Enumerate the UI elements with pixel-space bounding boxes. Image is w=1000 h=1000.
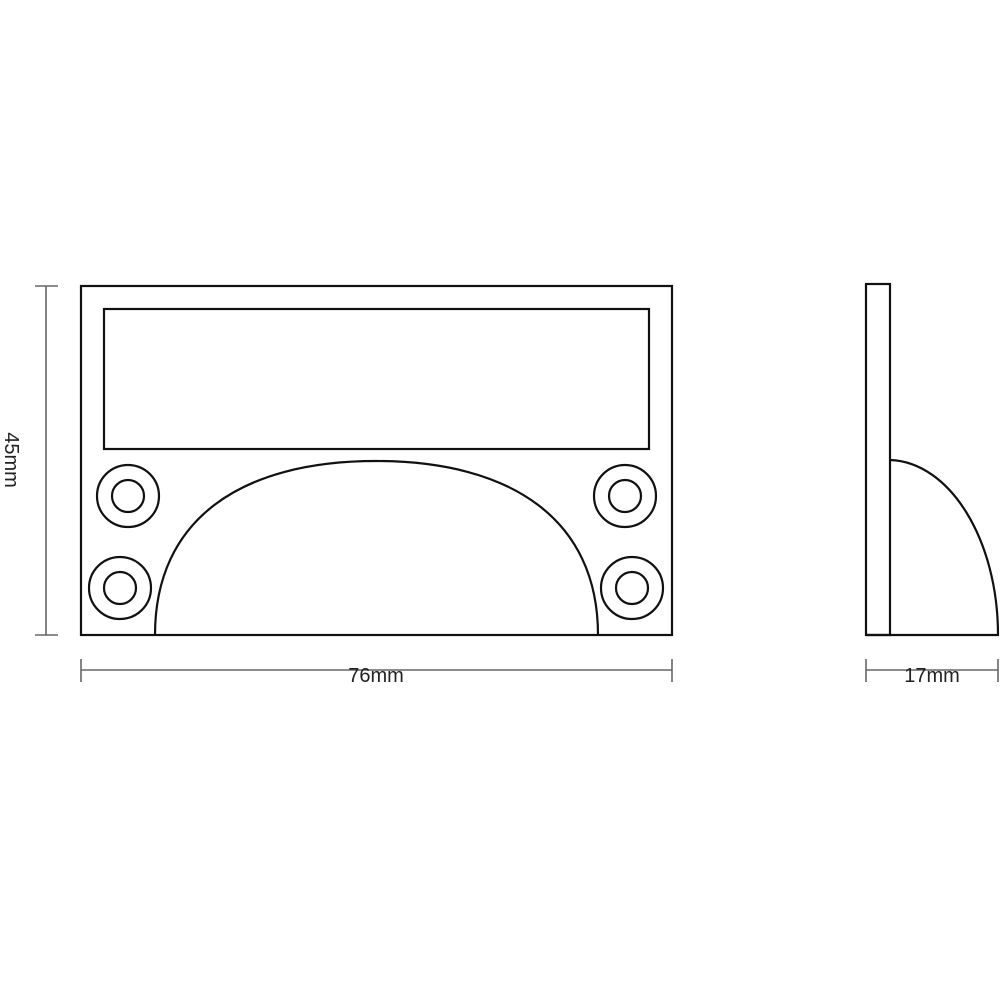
height-dimension: 45mm <box>0 285 58 636</box>
front-view <box>79 284 674 637</box>
backplate-outline <box>79 284 674 637</box>
screw-hole-top-right <box>592 463 658 529</box>
width-dimension: 76mm <box>80 659 673 687</box>
label-frame <box>102 307 651 451</box>
cup-outline <box>153 459 600 636</box>
screw-hole-top-left <box>95 463 161 529</box>
side-view <box>864 282 1000 637</box>
screw-hole-bottom-left <box>87 555 153 621</box>
depth-label: 17mm <box>904 665 960 687</box>
height-label: 45mm <box>0 432 22 488</box>
screw-hole-bottom-right <box>599 555 665 621</box>
width-label: 76mm <box>348 665 404 687</box>
side-plate <box>864 282 892 637</box>
depth-dimension: 17mm <box>865 659 999 687</box>
side-cup-profile <box>866 458 1000 637</box>
